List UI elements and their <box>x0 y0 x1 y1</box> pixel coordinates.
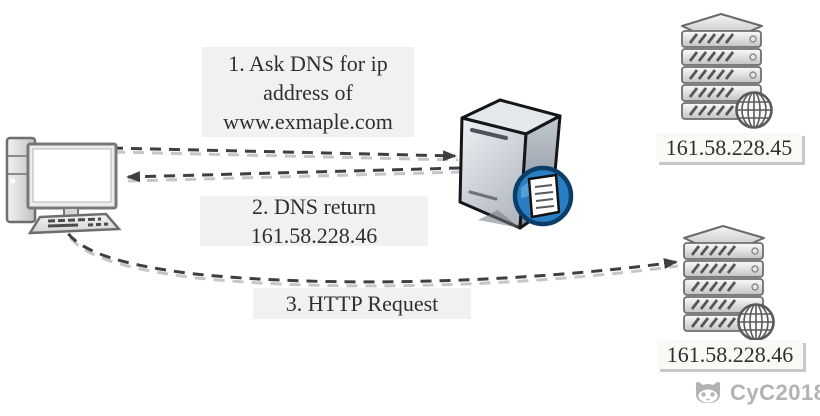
watermark: CyC2018 <box>692 379 820 406</box>
step2-label: 2. DNS return 161.58.228.46 <box>200 194 428 248</box>
document-icon <box>527 173 561 219</box>
globe-icon <box>735 91 773 129</box>
github-cat-icon <box>695 381 721 403</box>
web-server-2-icon <box>683 225 775 341</box>
globe-icon <box>737 303 775 341</box>
arrow-shadow <box>113 150 459 162</box>
step3-label: 3. HTTP Request <box>253 288 471 319</box>
server1-ip-label: 161.58.228.45 <box>656 133 802 162</box>
server2-ip-label: 161.58.228.46 <box>657 340 803 369</box>
web-server-1-icon <box>681 13 773 129</box>
step1-label: 1. Ask DNS for ip address of www.exmaple… <box>202 47 414 137</box>
client-computer-icon <box>5 136 122 235</box>
arrow-step2-dns-return <box>126 166 461 183</box>
arrow-step1-ask-dns <box>111 146 457 162</box>
dns-badge-globe-document-icon <box>512 165 574 227</box>
watermark-text: CyC2018 <box>730 379 820 405</box>
dns-server-icon <box>458 98 574 230</box>
arrow-shadow <box>127 170 463 183</box>
